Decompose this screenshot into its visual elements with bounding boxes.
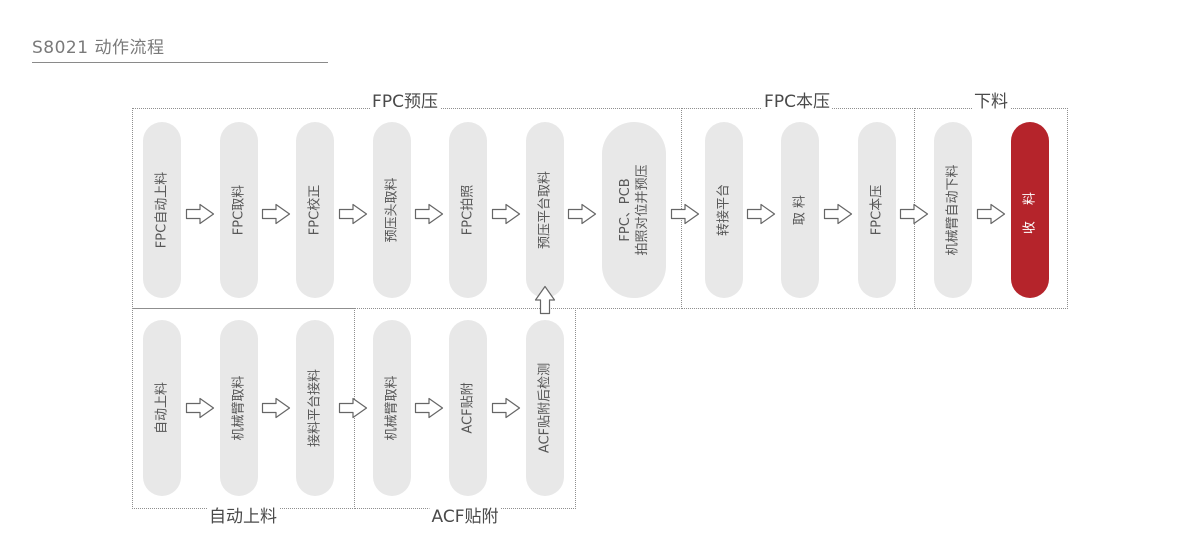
step-fpc-mainpress: FPC本压	[858, 122, 896, 298]
step-auto-load: 自动上料	[143, 320, 181, 496]
step-label: 预压头取料	[384, 177, 400, 243]
title-underline	[32, 62, 328, 63]
step-label: FPC校正	[307, 184, 323, 236]
arrow-right-outline-icon	[899, 203, 929, 225]
step-fpc-auto-load: FPC自动上料	[143, 122, 181, 298]
step-align-and-prepress: FPC、PCB 拍照对位并预压	[602, 122, 666, 298]
arrow-right-outline-icon	[414, 203, 444, 225]
step-label-line1: FPC、PCB	[618, 178, 633, 242]
stage-label-unload: 下料	[972, 92, 1010, 112]
step-label: ACF贴附	[460, 382, 476, 434]
step-robot-pick-2: 机械臂取料	[373, 320, 411, 496]
arrow-right-outline-icon	[670, 203, 700, 225]
stage-label-fpc-prepress: FPC预压	[370, 92, 440, 112]
arrow-right-outline-icon	[261, 203, 291, 225]
arrow-right-outline-icon	[261, 397, 291, 419]
arrow-right-outline-icon	[185, 203, 215, 225]
stage-label-auto-load: 自动上料	[207, 507, 279, 527]
step-fpc-calibrate: FPC校正	[296, 122, 334, 298]
arrow-right-outline-icon	[491, 203, 521, 225]
arrow-right-outline-icon	[746, 203, 776, 225]
arrow-right-outline-icon	[185, 397, 215, 419]
page-title: S8021 动作流程	[32, 38, 165, 58]
step-collect: 收 料	[1011, 122, 1049, 298]
step-prepress-head-pick: 预压头取料	[373, 122, 411, 298]
step-receive-platform: 接料平台接料	[296, 320, 334, 496]
step-label: FPC、PCB 拍照对位并预压	[617, 164, 651, 255]
step-acf-inspect: ACF贴附后检测	[526, 320, 564, 496]
step-label: 机械臂取料	[384, 375, 400, 441]
step-label-line2: 拍照对位并预压	[635, 164, 650, 256]
arrow-right-outline-icon	[567, 203, 597, 225]
step-label: 机械臂自动下料	[945, 164, 961, 256]
arrow-right-outline-icon	[414, 397, 444, 419]
step-label: 接料平台接料	[307, 368, 323, 448]
step-fpc-pick: FPC取料	[220, 122, 258, 298]
step-robot-auto-unload: 机械臂自动下料	[934, 122, 972, 298]
step-label: 预压平台取料	[537, 170, 553, 250]
step-label: ACF贴附后检测	[537, 362, 553, 454]
stage-label-fpc-mainpress: FPC本压	[762, 92, 832, 112]
step-pick: 取 料	[781, 122, 819, 298]
step-label: 转接平台	[716, 183, 732, 237]
step-label: 机械臂取料	[231, 375, 247, 441]
step-transfer-platform: 转接平台	[705, 122, 743, 298]
step-acf-attach: ACF贴附	[449, 320, 487, 496]
arrow-up-outline-icon	[534, 285, 556, 315]
step-label: FPC取料	[231, 184, 247, 236]
step-label: FPC拍照	[460, 184, 476, 236]
arrow-right-outline-icon	[823, 203, 853, 225]
step-robot-pick-1: 机械臂取料	[220, 320, 258, 496]
step-prepress-platform-pick: 预压平台取料	[526, 122, 564, 298]
arrow-right-outline-icon	[338, 203, 368, 225]
step-fpc-photo: FPC拍照	[449, 122, 487, 298]
arrow-right-outline-icon	[338, 397, 368, 419]
step-label: FPC本压	[869, 184, 885, 236]
step-label: FPC自动上料	[154, 171, 170, 249]
stage-label-acf-attach: ACF贴附	[429, 507, 501, 527]
step-label: 收 料	[1022, 185, 1038, 235]
step-label: 自动上料	[154, 381, 170, 435]
step-label: 取 料	[792, 194, 808, 226]
arrow-right-outline-icon	[491, 397, 521, 419]
arrow-right-outline-icon	[976, 203, 1006, 225]
